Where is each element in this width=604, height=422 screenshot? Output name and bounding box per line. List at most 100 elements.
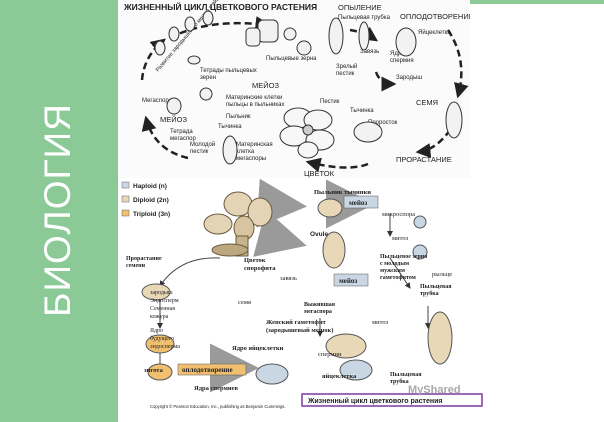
zygote-sketch (147, 363, 173, 381)
label-seed: СЕМЯ (416, 98, 438, 107)
label-sprout: Проросток (368, 120, 398, 126)
meiosis-top-box (343, 195, 379, 209)
label-meiosis: МЕЙОЗ (252, 81, 279, 90)
pollen-grain-sketch (412, 244, 428, 260)
label-pollen-tube: Пыльцевая трубка (338, 15, 391, 21)
top-diagram: ЖИЗНЕННЫЙ ЦИКЛ ЦВЕТКОВОГО РАСТЕНИЯ ОПЫЛЕ… (118, 0, 470, 178)
label-seed-coat-1: Семенная (150, 306, 175, 312)
label-egg-cell: Яйцеклетка (418, 29, 451, 36)
label-young-pistil-2: пестик (190, 149, 209, 155)
label-germ-seed-1: Прорастание (126, 256, 162, 262)
label-mitosis-2: митоз (372, 319, 389, 326)
legend-swatch-haploid (121, 181, 130, 189)
label-meiosis-2: МЕЙОЗ (160, 115, 187, 124)
legend-diploid: Diploid (2n) (133, 197, 169, 204)
label-mature-pistil-1: Зрелый (336, 63, 357, 70)
microspore-sketch (413, 215, 427, 229)
label-flower-sporophyte-1: Цветок (244, 257, 266, 264)
anther-sketch (317, 198, 343, 218)
label-pistil: Пестик (320, 99, 340, 105)
label-sperm-nuclei: Ядра спермиев (194, 385, 239, 392)
top-title: ЖИЗНЕННЫЙ ЦИКЛ ЦВЕТКОВОГО РАСТЕНИЯ (123, 1, 317, 12)
caption-box (301, 393, 483, 407)
label-anther: Пыльник (226, 114, 251, 120)
embryo-sac-sketch-3 (184, 16, 196, 32)
label-megaspore-mother-cell-1: Материнская (236, 142, 273, 148)
label-pollen-tube-1: Пыльцевая (420, 284, 452, 290)
label-pollen-tube-bottom-2: трубка (390, 378, 409, 385)
label-pollen-grain-2: с молодым (380, 261, 409, 267)
label-ovule: Ovule (310, 231, 328, 238)
bottom-diagram-svg: Haploid (n) Diploid (2n) Triploid (3n) (121, 178, 483, 409)
egg-cell-sketch (339, 359, 373, 381)
caption: Жизненный цикл цветкового растения (307, 397, 442, 405)
label-surviving-megaspore-1: Выжившая (304, 302, 336, 308)
label-zygote: зигота (144, 367, 164, 374)
seed-sketch (445, 101, 463, 139)
label-seed-coat-2: кожура (150, 314, 169, 320)
ovule-sketch (395, 27, 417, 57)
embryo-sac-sketch-1 (154, 40, 166, 56)
label-mitosis-1: митоз (392, 235, 409, 242)
label-sperm-nucleus-1: Ядро (390, 51, 405, 57)
gametophyte-sketch (325, 333, 367, 359)
embryo-sac-sketch-2 (168, 26, 180, 42)
label-mature-pistil-2: пестик (336, 71, 355, 77)
seed-sketch-2 (145, 334, 175, 354)
label-pollen-tube-bottom-1: Пыльцевая (390, 372, 422, 378)
sporophyte-flower (203, 191, 273, 257)
legend-haploid: Haploid (n) (133, 183, 167, 190)
label-megaspore: Мегаспора (142, 98, 173, 104)
side-title: БИОЛОГИЯ (37, 103, 78, 317)
bottom-sketches (141, 198, 453, 385)
label-surviving-megaspore-2: мегаспора (304, 309, 332, 315)
meiosis-mid-box (333, 273, 369, 287)
label-flower-sporophyte-2: спорофита (244, 265, 276, 272)
label-seed: семя (238, 299, 251, 306)
label-megaspore-tetrad-2: мегаспор (170, 136, 196, 142)
legend-triploid: Triploid (3n) (133, 211, 170, 218)
fertilization-box (177, 363, 247, 376)
anther-sketch-2 (245, 27, 261, 47)
label-germ-seed-2: семени (126, 263, 146, 269)
label-germination: ПРОРАСТАНИЕ (396, 155, 452, 164)
label-stamen: Тычинка (350, 108, 374, 114)
label-egg-nucleus: Ядро яйцеклетки (232, 345, 284, 352)
young-pistil-sketch (222, 135, 238, 165)
label-pollen-tetrads-2: зерен (200, 75, 216, 81)
label-pollen-grain-4: гаметофитом (380, 274, 416, 281)
label-sperm-nucleus-2: спермия (390, 58, 414, 64)
label-female-gametophyte-2: (зародышевый мешок) (266, 327, 333, 334)
label-pollen-grains: Пыльцевые зерна (266, 56, 317, 62)
megaspore-sketch (166, 97, 182, 115)
label-embryo: Зародыш (396, 75, 422, 81)
label-pollen-grain-3: мужским (380, 268, 405, 274)
pollen-sketch-2 (296, 40, 312, 56)
label-fertilization: оплодотворение (182, 366, 233, 374)
label-young-pistil-1: Молодой (190, 141, 215, 148)
pollen-sketch-1 (283, 27, 297, 41)
watermark: MyShared (408, 384, 461, 396)
legend: Haploid (n) Diploid (2n) Triploid (3n) (121, 181, 170, 218)
label-future-endosperm-2: будущего (150, 335, 174, 342)
side-band (0, 0, 118, 422)
pistil-sketch-1 (328, 17, 344, 55)
top-diagram-svg: ЖИЗНЕННЫЙ ЦИКЛ ЦВЕТКОВОГО РАСТЕНИЯ ОПЫЛЕ… (123, 0, 470, 178)
label-meiosis-top: мейоз (349, 199, 367, 207)
bottom-diagram: Haploid (n) Diploid (2n) Triploid (3n) (120, 178, 484, 422)
label-sperm: спермии (318, 351, 342, 358)
label-megaspore-tetrad-1: Тетрада (170, 129, 193, 135)
label-future-endosperm-3: эндосперма (150, 344, 180, 350)
top-sketches (154, 10, 463, 165)
label-anther-stamen: Пыльник тычинки (314, 189, 371, 196)
label-megaspore-mother-cell-2: клетка (236, 149, 255, 155)
label-stigma: рыльце (432, 271, 452, 278)
mother-cell-sketch (199, 87, 213, 101)
label-pollen-mother-cells-2: пыльцы в пыльниках (226, 102, 284, 108)
seed-sketch-1 (141, 283, 171, 301)
label-future-endosperm-1: Ядро (150, 328, 163, 334)
label-pollen-mother-cells-1: Материнские клетки (226, 95, 282, 101)
tetrad-sketch (187, 55, 201, 65)
label-fertilization: ОПЛОДОТВОРЕНИЕ (400, 12, 470, 21)
label-stamen-2: Тычинка (218, 124, 242, 130)
